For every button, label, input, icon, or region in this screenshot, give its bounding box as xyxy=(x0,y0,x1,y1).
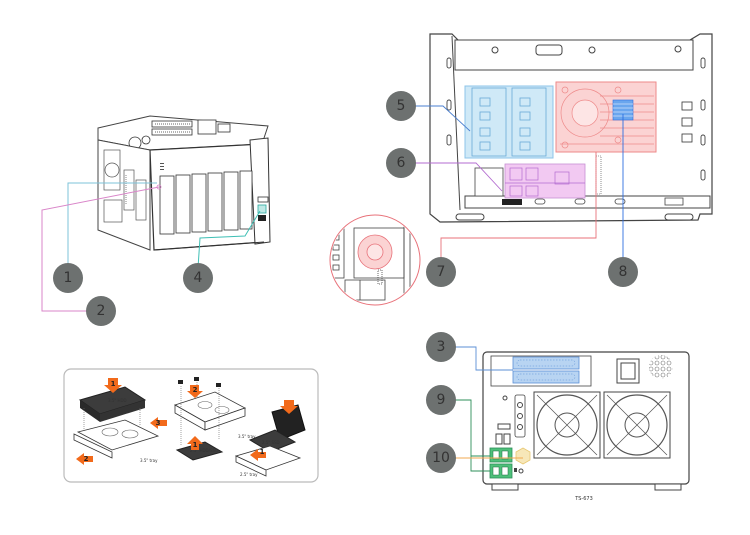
arrow-left-icon xyxy=(250,449,266,461)
callout-3: 3 xyxy=(426,332,456,362)
nas-interior-side-view xyxy=(429,33,713,223)
hdd-35-label: 3.5" HDD xyxy=(108,398,127,403)
arrow-down-icon xyxy=(187,385,203,398)
arrow-up-icon xyxy=(187,436,203,450)
callout-1-leader xyxy=(67,182,157,276)
cooling-fan-inset xyxy=(329,214,421,306)
callout-2: 2 xyxy=(86,296,116,326)
install-step-3-5-hdd: 3.5" HDD 3.5" tray 1 2 3 xyxy=(73,378,167,465)
tray-25-label: 2.5" tray xyxy=(240,472,258,477)
model-label: TS-673 xyxy=(574,496,593,502)
ssd-25-label-b: 2.5" HDD/SSD xyxy=(190,448,218,453)
callout-4-leader xyxy=(197,210,261,269)
callout-3-leader xyxy=(454,346,513,371)
rear-fan-left xyxy=(533,391,601,459)
callout-1-label: 1 xyxy=(64,270,73,286)
panel-a-step-1: 1 xyxy=(111,380,116,388)
rear-fan-right xyxy=(603,391,671,459)
callout-8-label: 8 xyxy=(619,264,628,280)
ram-modules-highlight xyxy=(464,85,554,159)
callout-7: 7 xyxy=(426,257,456,287)
callout-6-label: 6 xyxy=(397,155,406,171)
callout-6-leader xyxy=(415,162,503,192)
callout-1: 1 xyxy=(53,263,83,293)
callout-7-leader xyxy=(440,152,597,260)
cpu-heatsink-highlight xyxy=(555,81,657,153)
arrow-left-icon xyxy=(76,453,93,465)
tray-35-label-b: 3.5" tray xyxy=(238,434,256,439)
install-step-2-5-in-3-5-tray: 2.5" HDD/SSD 3.5" tray 2 1 xyxy=(174,377,256,461)
callout-2-label: 2 xyxy=(97,303,106,319)
m2-ssd-highlight xyxy=(474,163,586,199)
drive-installation-panel: 3.5" HDD 3.5" tray 1 2 3 xyxy=(63,368,319,483)
callout-9: 9 xyxy=(426,385,456,415)
drive-bays xyxy=(159,170,253,235)
callout-8: 8 xyxy=(608,257,638,287)
callout-5-label: 5 xyxy=(397,98,406,114)
pcie-slots-highlight xyxy=(512,356,580,384)
ssd-25-label-c: 2.5" SSD xyxy=(262,440,280,445)
tray-35-label-a: 3.5" tray xyxy=(140,458,158,463)
callout-2-leader xyxy=(41,186,160,312)
hdmi-port-highlight xyxy=(515,447,531,465)
callout-4: 4 xyxy=(183,263,213,293)
callout-7-label: 7 xyxy=(437,264,446,280)
panel-b-step-1: 1 xyxy=(193,441,198,449)
arrow-down-icon xyxy=(104,378,122,393)
callout-4-label: 4 xyxy=(194,270,203,286)
callout-5: 5 xyxy=(386,91,416,121)
network-ports-highlight xyxy=(489,447,513,479)
panel-c-step-1: 1 xyxy=(260,448,265,456)
callout-3-label: 3 xyxy=(437,339,446,355)
install-step-2-5-tray: 2.5" SSD 2.5" tray 1 xyxy=(234,400,306,477)
callout-6: 6 xyxy=(386,148,416,178)
callout-9-label: 9 xyxy=(437,392,446,408)
panel-b-step-2: 2 xyxy=(193,386,198,394)
nas-rear-view: TS-673 xyxy=(482,351,690,502)
callout-10-label: 10 xyxy=(432,450,450,466)
arrow-left-icon xyxy=(150,417,167,429)
panel-a-step-3: 3 xyxy=(156,419,161,427)
callout-5-leader xyxy=(415,105,471,132)
arrow-down-icon xyxy=(280,400,298,414)
nas-front-isometric xyxy=(97,115,271,251)
callout-9-leader xyxy=(454,399,490,472)
usb-one-touch-copy-highlight xyxy=(257,204,267,214)
panel-a-step-2: 2 xyxy=(84,455,89,463)
callout-10: 10 xyxy=(426,443,456,473)
